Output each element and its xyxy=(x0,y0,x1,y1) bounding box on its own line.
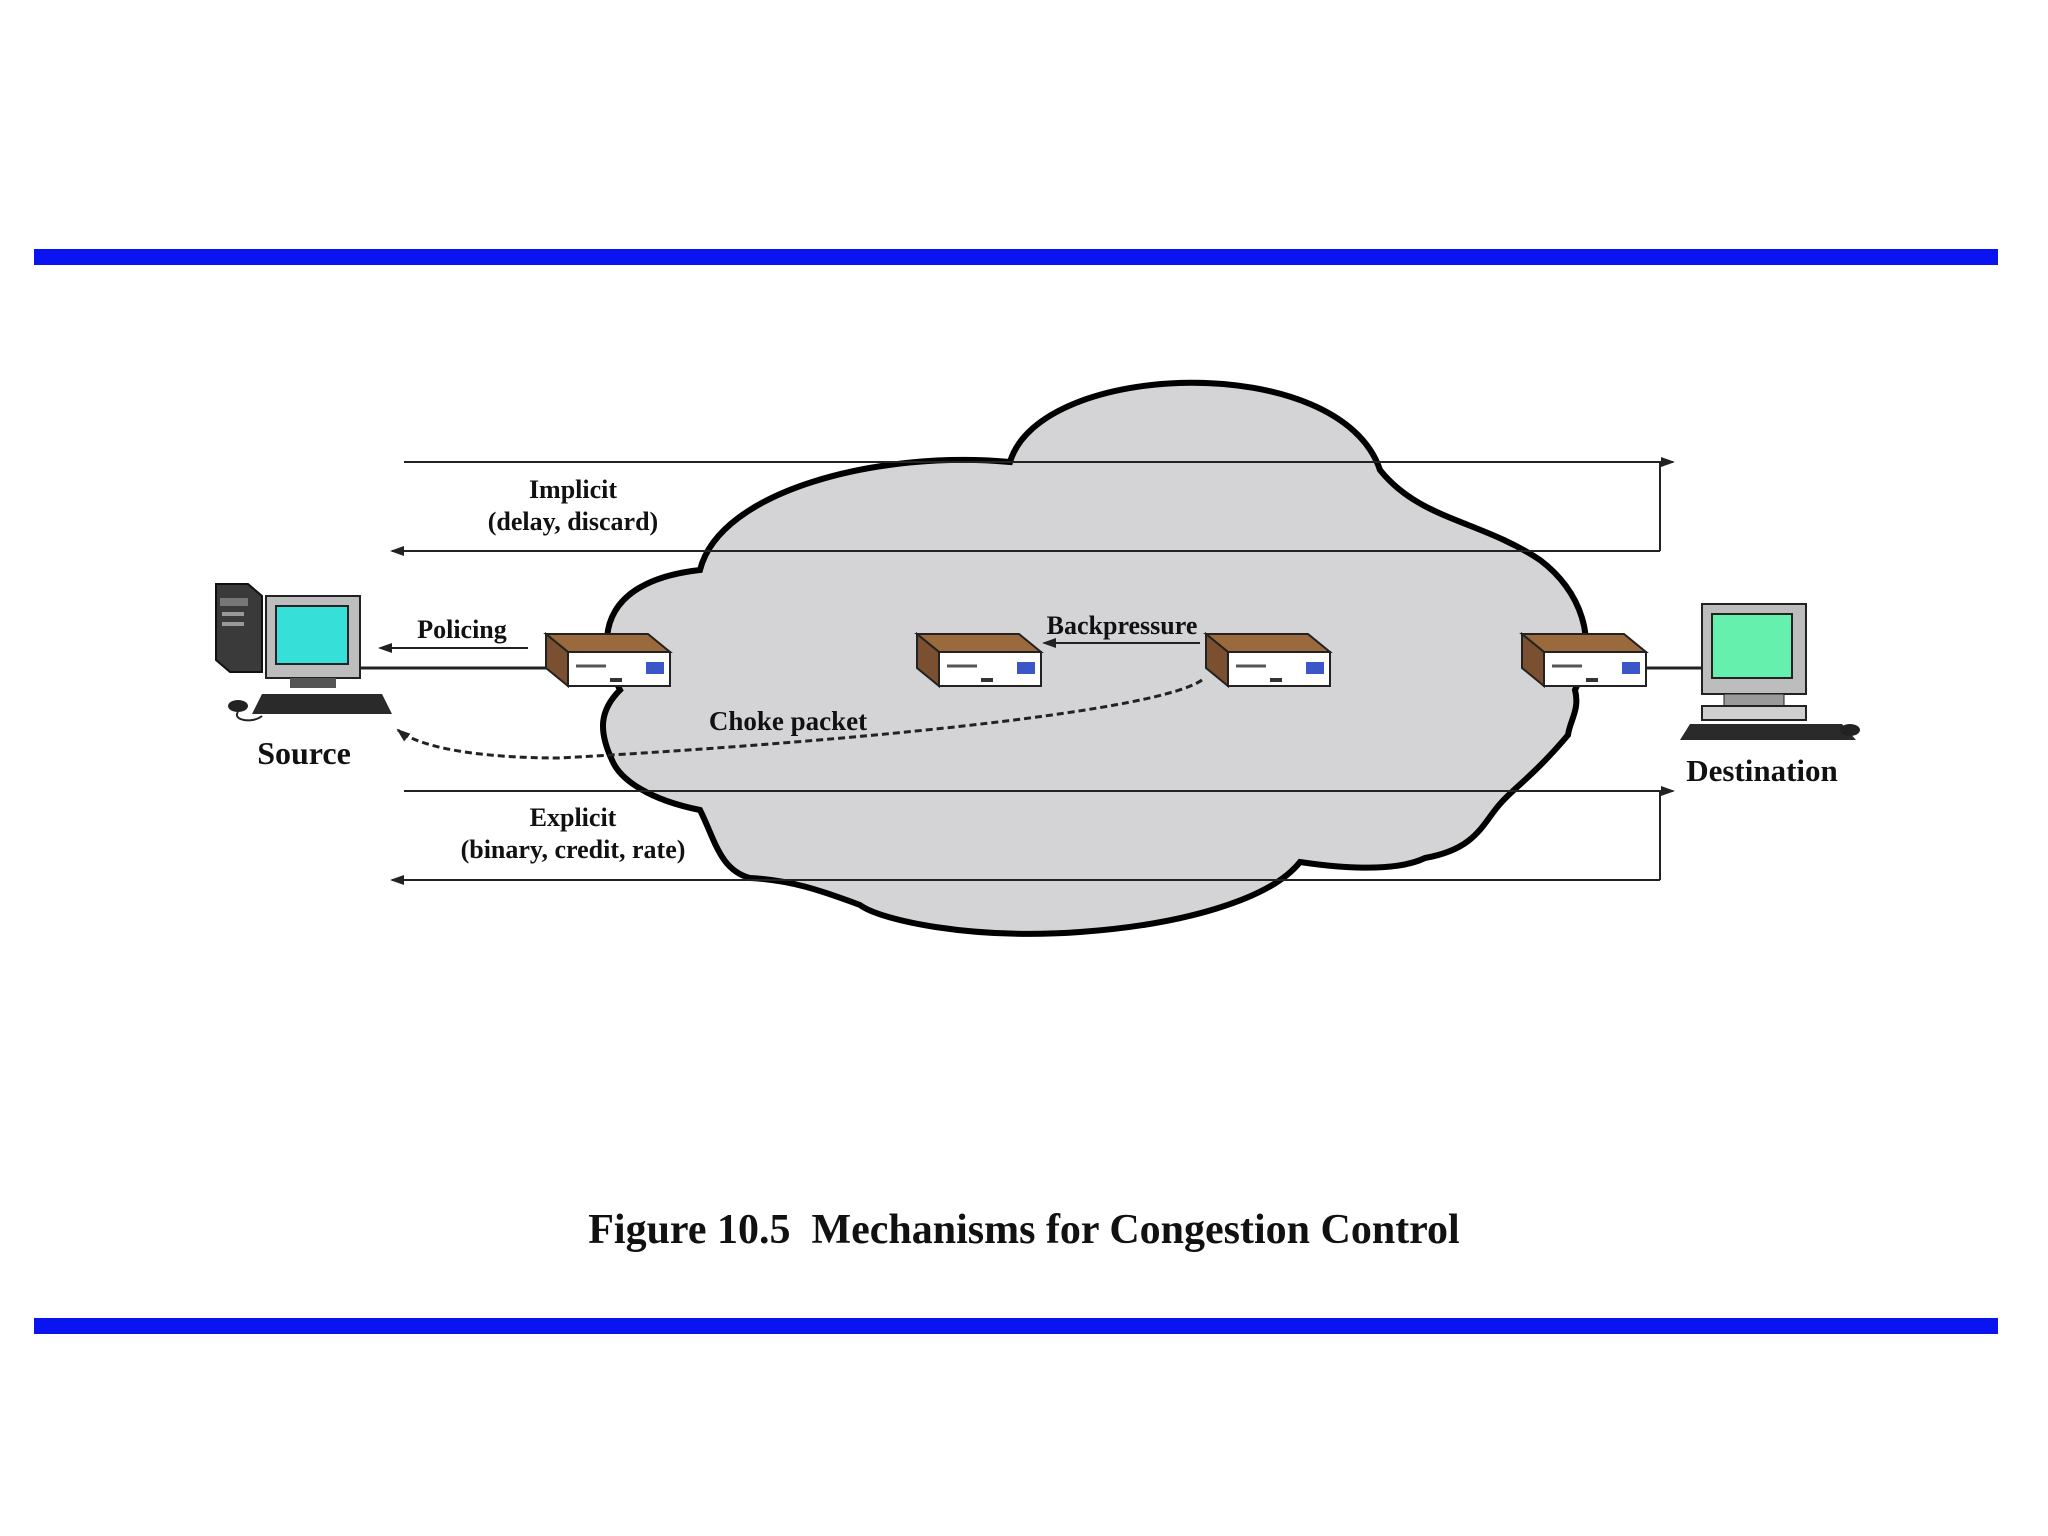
figure-caption: Figure 10.5 Mechanisms for Congestion Co… xyxy=(588,1207,1460,1253)
source-label: Source xyxy=(257,735,351,771)
router-icon-2 xyxy=(915,632,1043,688)
router-icon-4 xyxy=(1520,632,1648,688)
choke-packet-arrow xyxy=(396,678,1203,760)
router-icon-3 xyxy=(1204,632,1332,688)
top-rule xyxy=(34,249,1998,265)
destination-label: Destination xyxy=(1686,753,1838,788)
choke-packet-label: Choke packet xyxy=(709,706,867,736)
bottom-rule xyxy=(34,1318,1998,1334)
router-icon-1 xyxy=(544,632,672,688)
implicit-detail-label: (delay, discard) xyxy=(488,507,658,536)
implicit-label: Implicit xyxy=(529,475,617,504)
explicit-detail-label: (binary, credit, rate) xyxy=(461,835,686,864)
policing-label: Policing xyxy=(417,615,507,644)
source-computer-icon xyxy=(215,583,392,722)
explicit-label: Explicit xyxy=(530,803,617,832)
destination-computer-icon xyxy=(1680,603,1860,740)
backpressure-label: Backpressure xyxy=(1047,611,1198,640)
network-cloud-icon xyxy=(600,379,1590,937)
